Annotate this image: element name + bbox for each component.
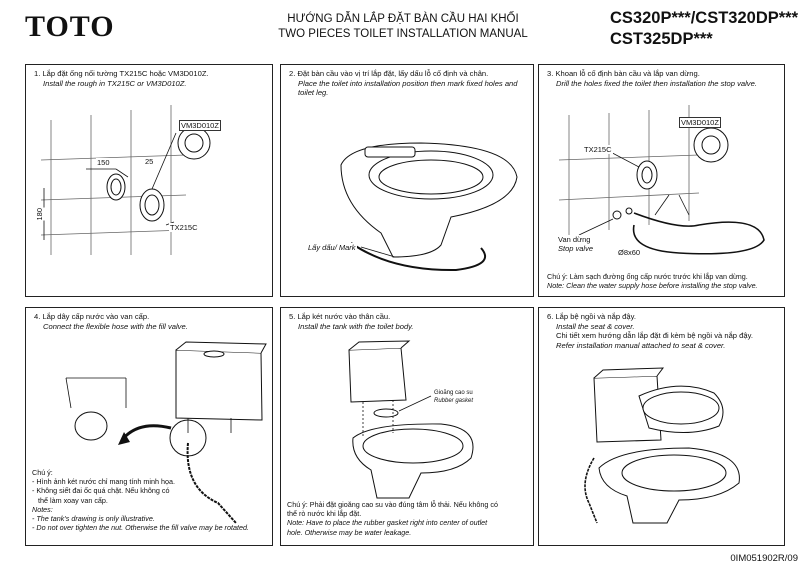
- step-1-panel: 1. Lắp đặt ống nối tường TX215C hoặc VM3…: [25, 64, 273, 297]
- step-4-note-3: thể làm xoay van cấp.: [38, 495, 108, 505]
- step-4-note-0: Chú ý:: [32, 468, 53, 477]
- step-1-part-vm3d010z: VM3D010Z: [179, 120, 221, 131]
- manual-title: HƯỚNG DẪN LẮP ĐẶT BÀN CẦU HAI KHỐI TWO P…: [262, 12, 544, 42]
- step-4-notes: Chú ý: - Hình ảnh két nước chỉ mang tính…: [32, 468, 249, 532]
- step-5-instructions: 5. Lắp két nước vào thân cầu. Install th…: [289, 312, 527, 331]
- step-4-note-5: - The tank's drawing is only illustrativ…: [32, 514, 155, 524]
- model-line-2: CST325DP***: [610, 30, 713, 48]
- step-1-part-tx215c: TX215C: [169, 223, 199, 232]
- step-5-note-0: Chú ý: Phải đặt gioăng cao su vào đúng t…: [287, 500, 498, 509]
- step-5-illustration: [348, 340, 474, 499]
- step-6-illustration: [584, 367, 740, 524]
- toto-logo: TOTO: [25, 10, 115, 43]
- step-1-dim-150: 150: [96, 158, 111, 167]
- step-6-text-vi-2: Chi tiết xem hướng dẫn lắp đặt đi kèm bệ…: [556, 331, 753, 341]
- step-3-note-en: Note: Clean the water supply hose before…: [547, 281, 758, 291]
- step-3-part-vm3d010z: VM3D010Z: [679, 117, 721, 128]
- step-4-panel: 4. Lắp dây cấp nước vào van cấp. Connect…: [25, 307, 273, 546]
- step-6-text-vi: 6. Lắp bệ ngồi và nắp đậy.: [547, 312, 636, 321]
- step-4-note-4: Notes:: [32, 504, 53, 514]
- step-4-note-6: - Do not over tighten the nut. Otherwise…: [32, 523, 249, 533]
- step-5-notes: Chú ý: Phải đặt gioăng cao su vào đúng t…: [287, 500, 529, 537]
- step-3-note: Chú ý: Làm sạch đường ống cấp nước trước…: [547, 272, 780, 290]
- step-4-text-en: Connect the flexible hose with the fill …: [43, 321, 188, 331]
- step-5-gasket-label-vi: Gioăng cao su: [433, 390, 474, 396]
- title-english: TWO PIECES TOILET INSTALLATION MANUAL: [278, 28, 528, 40]
- step-4-illustration: [65, 341, 267, 524]
- step-2-text-vi: 2. Đặt bàn cầu vào vị trí lắp đặt, lấy d…: [289, 69, 489, 78]
- step-1-dim-180: 180: [34, 208, 45, 221]
- step-1-text-vi: 1. Lắp đặt ống nối tường TX215C hoặc VM3…: [34, 69, 209, 78]
- step-2-panel: 2. Đặt bàn cầu vào vị trí lắp đặt, lấy d…: [280, 64, 534, 297]
- step-3-text-en: Drill the holes fixed the toilet then in…: [556, 78, 757, 88]
- step-5-note-1: thể rò nước khi lắp đặt.: [287, 509, 362, 519]
- step-3-part-tx215c: TX215C: [583, 145, 613, 154]
- step-3-panel: 3. Khoan lỗ cố định bàn cầu và lắp van d…: [538, 64, 785, 297]
- step-3-valve-label-vi: Van dừng: [557, 235, 592, 244]
- step-3-instructions: 3. Khoan lỗ cố định bàn cầu và lắp van d…: [547, 69, 778, 88]
- step-4-text-vi: 4. Lắp dây cấp nước vào van cấp.: [34, 312, 150, 321]
- step-5-panel: 5. Lắp két nước vào thân cầu. Install th…: [280, 307, 534, 546]
- step-2-illustration: [340, 142, 518, 272]
- step-5-note-3: hole. Otherwise may be water leakage.: [287, 527, 412, 537]
- document-code: 0IM051902R/09: [730, 553, 798, 564]
- model-numbers: CS320P***/CST320DP*** CST325DP***: [610, 8, 798, 50]
- step-4-note-2: - Không siết đai ốc quá chặt. Nếu không …: [32, 486, 170, 496]
- step-6-instructions: 6. Lắp bệ ngồi và nắp đậy. Install the s…: [547, 312, 778, 350]
- step-4-note-1: - Hình ảnh két nước chỉ mang tính minh h…: [32, 477, 175, 487]
- step-2-text-en: Place the toilet into installation posit…: [298, 78, 518, 98]
- step-3-valve-label-en: Stop valve: [557, 244, 595, 253]
- step-6-text-en-2: Refer installation manual attached to se…: [556, 340, 726, 350]
- step-1-illustration: [40, 105, 211, 255]
- step-3-drill-size: Ø8x60: [617, 248, 642, 257]
- step-1-instructions: 1. Lắp đặt ống nối tường TX215C hoặc VM3…: [34, 69, 266, 88]
- step-1-text-en: Install the rough in TX215C or VM3D010Z.: [43, 78, 187, 88]
- step-5-text-en: Install the tank with the toilet body.: [298, 321, 414, 331]
- title-vietnamese: HƯỚNG DẪN LẮP ĐẶT BÀN CẦU HAI KHỐI: [287, 13, 519, 25]
- step-5-gasket-label-en: Rubber gasket: [433, 398, 475, 404]
- step-5-text-vi: 5. Lắp két nước vào thân cầu.: [289, 312, 391, 321]
- step-6-panel: 6. Lắp bệ ngồi và nắp đậy. Install the s…: [538, 307, 785, 546]
- step-3-illustration: [558, 105, 765, 255]
- step-2-instructions: 2. Đặt bàn cầu vào vị trí lắp đặt, lấy d…: [289, 69, 527, 98]
- step-3-text-vi: 3. Khoan lỗ cố định bàn cầu và lắp van d…: [547, 69, 700, 78]
- step-2-mark-label: Lấy dấu/ Mark: [307, 243, 357, 252]
- step-1-dim-25: 25: [144, 157, 155, 166]
- step-6-text-en: Install the seat & cover.: [556, 321, 635, 331]
- step-3-note-vi: Chú ý: Làm sạch đường ống cấp nước trước…: [547, 272, 748, 281]
- step-5-note-2: Note: Have to place the rubber gasket ri…: [287, 518, 488, 528]
- step-4-instructions: 4. Lắp dây cấp nước vào van cấp. Connect…: [34, 312, 266, 331]
- model-line-1: CS320P***/CST320DP***: [610, 9, 799, 27]
